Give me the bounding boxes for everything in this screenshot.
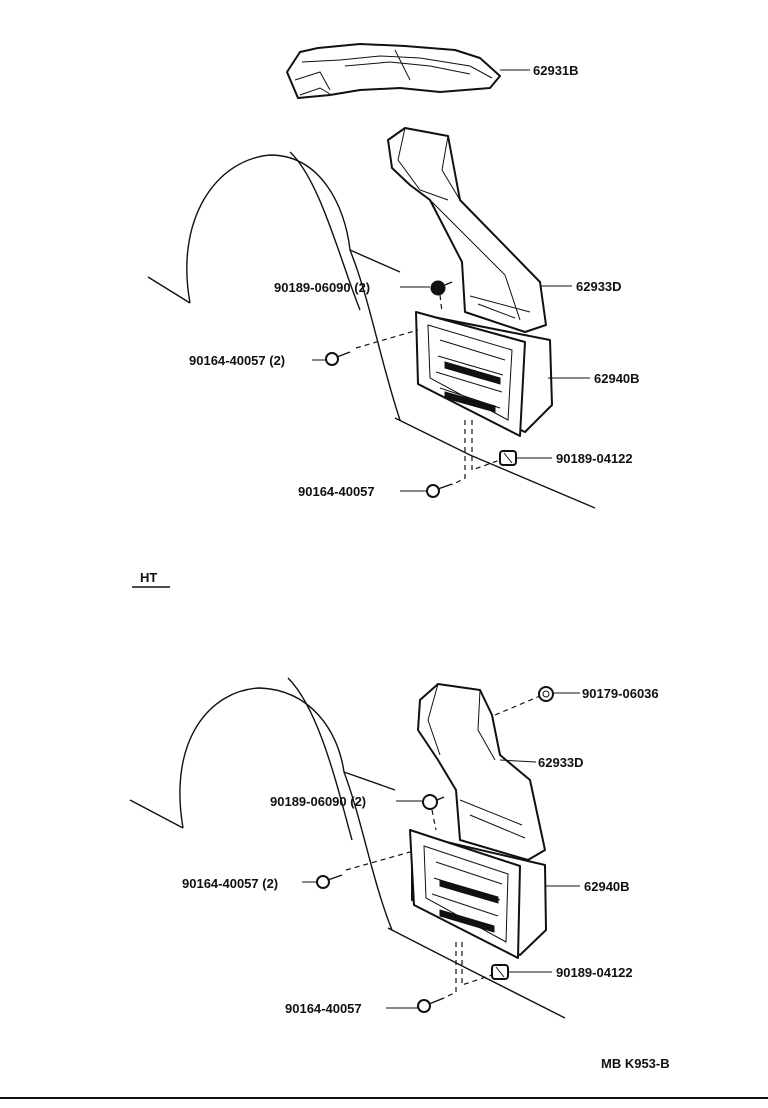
label-62933D-lower: 62933D	[538, 755, 584, 770]
main-duct-part-lower	[417, 683, 546, 861]
clip-lower-icon-lower	[491, 964, 509, 980]
label-90164-40057: 90164-40057	[298, 484, 375, 499]
screw-side-icon	[325, 351, 351, 366]
label-62931B: 62931B	[533, 63, 579, 78]
label-90189-04122: 90189-04122	[556, 451, 633, 466]
top-assembly: 62931B 62933D 62940B 90189-06090 (2) 901…	[147, 43, 640, 509]
grille-part-lower	[409, 829, 547, 959]
screw-lower-icon	[426, 483, 453, 498]
label-62940B: 62940B	[594, 371, 640, 386]
label-90164-40057-pair-lower: 90164-40057 (2)	[182, 876, 278, 891]
figure-code: MB K953-B	[601, 1056, 670, 1071]
main-duct-part	[387, 127, 547, 333]
label-90179-06036: 90179-06036	[582, 686, 659, 701]
label-62940B-lower: 62940B	[584, 879, 630, 894]
label-62933D: 62933D	[576, 279, 622, 294]
bottom-assembly: 90179-06036 62933D 62940B 90189-06090 (2…	[129, 677, 659, 1019]
fender-outline-lower	[129, 677, 566, 1019]
label-90189-06090-lower: 90189-06090 (2)	[270, 794, 366, 809]
screw-side-icon-lower	[316, 874, 343, 889]
clip-icon	[430, 280, 453, 296]
label-90164-40057-pair: 90164-40057 (2)	[189, 353, 285, 368]
fender-outline	[147, 151, 596, 509]
label-90189-06090: 90189-06090 (2)	[274, 280, 370, 295]
section-heading: HT	[140, 570, 157, 585]
clip-lower-icon	[499, 450, 517, 466]
upper-duct-part	[286, 43, 501, 99]
label-90189-04122-lower: 90189-04122	[556, 965, 633, 980]
nut-icon	[538, 686, 554, 702]
clip-icon-lower	[422, 794, 445, 810]
label-90164-40057-lower: 90164-40057	[285, 1001, 362, 1016]
screw-lower-icon-lower	[417, 997, 445, 1013]
grille-part	[415, 311, 553, 437]
